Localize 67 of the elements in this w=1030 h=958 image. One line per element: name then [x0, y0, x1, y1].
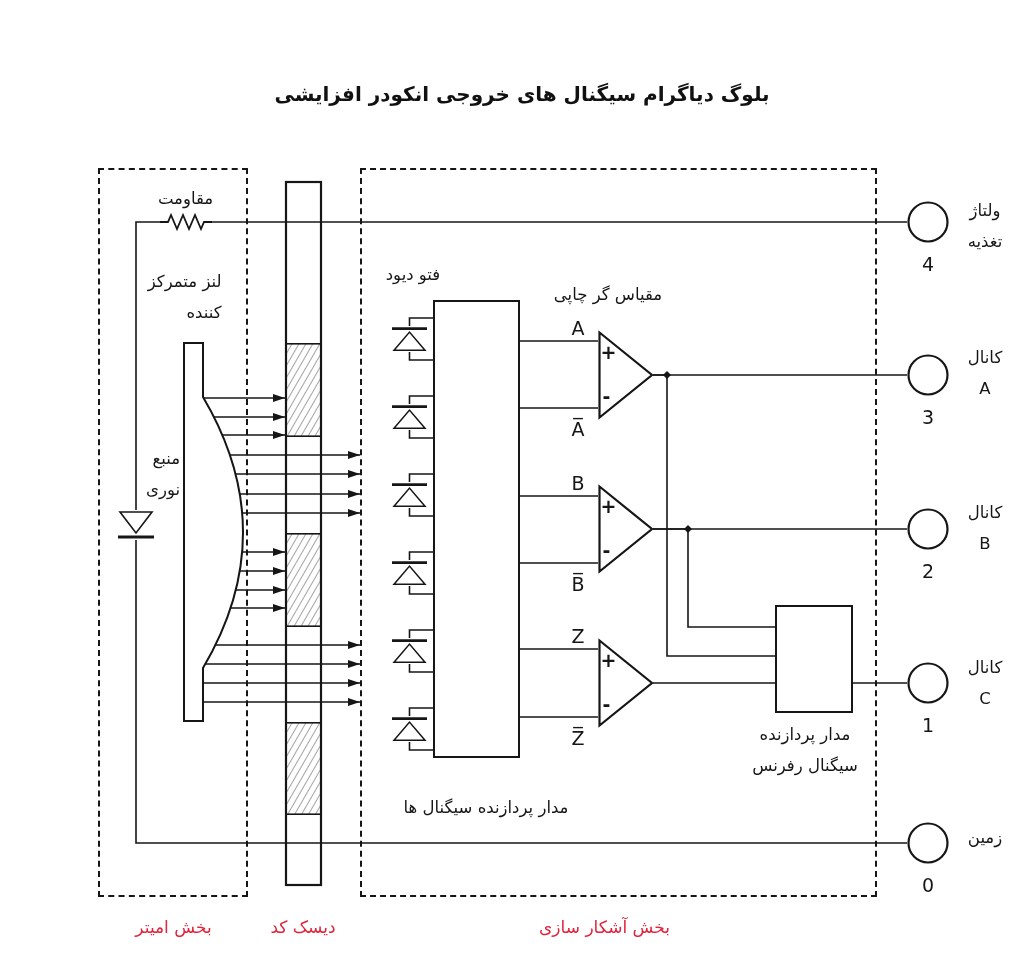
edge-label: A — [571, 316, 585, 341]
wire — [519, 340, 599, 342]
wire — [652, 682, 776, 684]
light-ray-arrow — [229, 604, 286, 612]
edge-label: B — [571, 471, 585, 496]
wire — [408, 551, 434, 595]
wire — [408, 395, 434, 439]
section-heading: بخش آشکار سازی — [539, 915, 670, 939]
edge-label: Z̅ — [571, 726, 585, 751]
wire — [519, 648, 599, 650]
wire — [519, 407, 599, 409]
terminal-label: کانال A — [967, 347, 1003, 400]
wire — [852, 682, 908, 684]
light-ray-arrow — [241, 509, 361, 517]
light-ray-arrow — [235, 586, 286, 594]
light-ray-arrow — [202, 698, 361, 706]
component-label: مدار پردازنده سیگنال ها — [403, 797, 569, 820]
terminal-label: کانال B — [967, 502, 1003, 555]
pin-number: 0 — [921, 873, 935, 897]
light-ray-arrow — [238, 490, 361, 498]
edge-label: Z — [571, 624, 585, 649]
light-ray-arrow — [204, 660, 361, 668]
terminal-label: کانال C — [967, 657, 1003, 710]
component-label: لنز متمرکز کننده — [146, 270, 222, 324]
wire — [408, 473, 434, 517]
input-sign: + — [600, 648, 617, 671]
pin-number: 1 — [921, 713, 935, 737]
component-label: مقاومت — [157, 187, 214, 211]
terminal-label: ولتاژ تغذیه — [967, 200, 1003, 253]
wire — [519, 495, 599, 497]
section-heading: بخش امیتر — [135, 915, 212, 939]
wire — [652, 374, 776, 657]
pin-number: 4 — [921, 252, 935, 276]
light-ray-arrow — [213, 413, 286, 421]
pin-number: 3 — [921, 405, 935, 429]
pin-number: 2 — [921, 559, 935, 583]
wire — [135, 221, 161, 511]
input-sign: + — [600, 494, 617, 517]
part-label: منبع نوری — [146, 448, 180, 501]
diagram-title: بلوگ دیاگرام سیگنال های خروجی انکودر افزایشی — [273, 81, 771, 108]
wire — [211, 221, 908, 223]
light-ray-arrow — [214, 641, 361, 649]
part-caption: دیسک کد — [270, 916, 336, 939]
light-ray-arrow — [202, 394, 286, 402]
terminal-label: زمین — [967, 827, 1003, 850]
input-sign: - — [602, 538, 611, 561]
part-label: مقیاس گر چاپی — [553, 284, 663, 307]
component-label: مدار پردازنده سیگنال رفرنس — [751, 724, 859, 778]
wire — [408, 317, 434, 361]
light-ray-arrow — [221, 431, 286, 439]
wire — [408, 629, 434, 673]
wire — [519, 562, 599, 564]
wire — [652, 528, 776, 628]
wire — [408, 707, 434, 751]
wire — [135, 539, 908, 844]
edge-label: A̅ — [571, 417, 585, 442]
part-label: فتو دیود — [385, 264, 441, 287]
light-ray-arrow — [202, 679, 361, 687]
light-ray-arrow — [229, 451, 361, 459]
edge-label: B̅ — [571, 572, 585, 597]
input-sign: + — [600, 340, 617, 363]
light-ray-arrow — [234, 470, 361, 478]
input-sign: - — [602, 692, 611, 715]
light-ray-arrow — [238, 567, 286, 575]
wire — [519, 716, 599, 718]
input-sign: - — [602, 384, 611, 407]
light-ray-arrow — [241, 548, 286, 556]
